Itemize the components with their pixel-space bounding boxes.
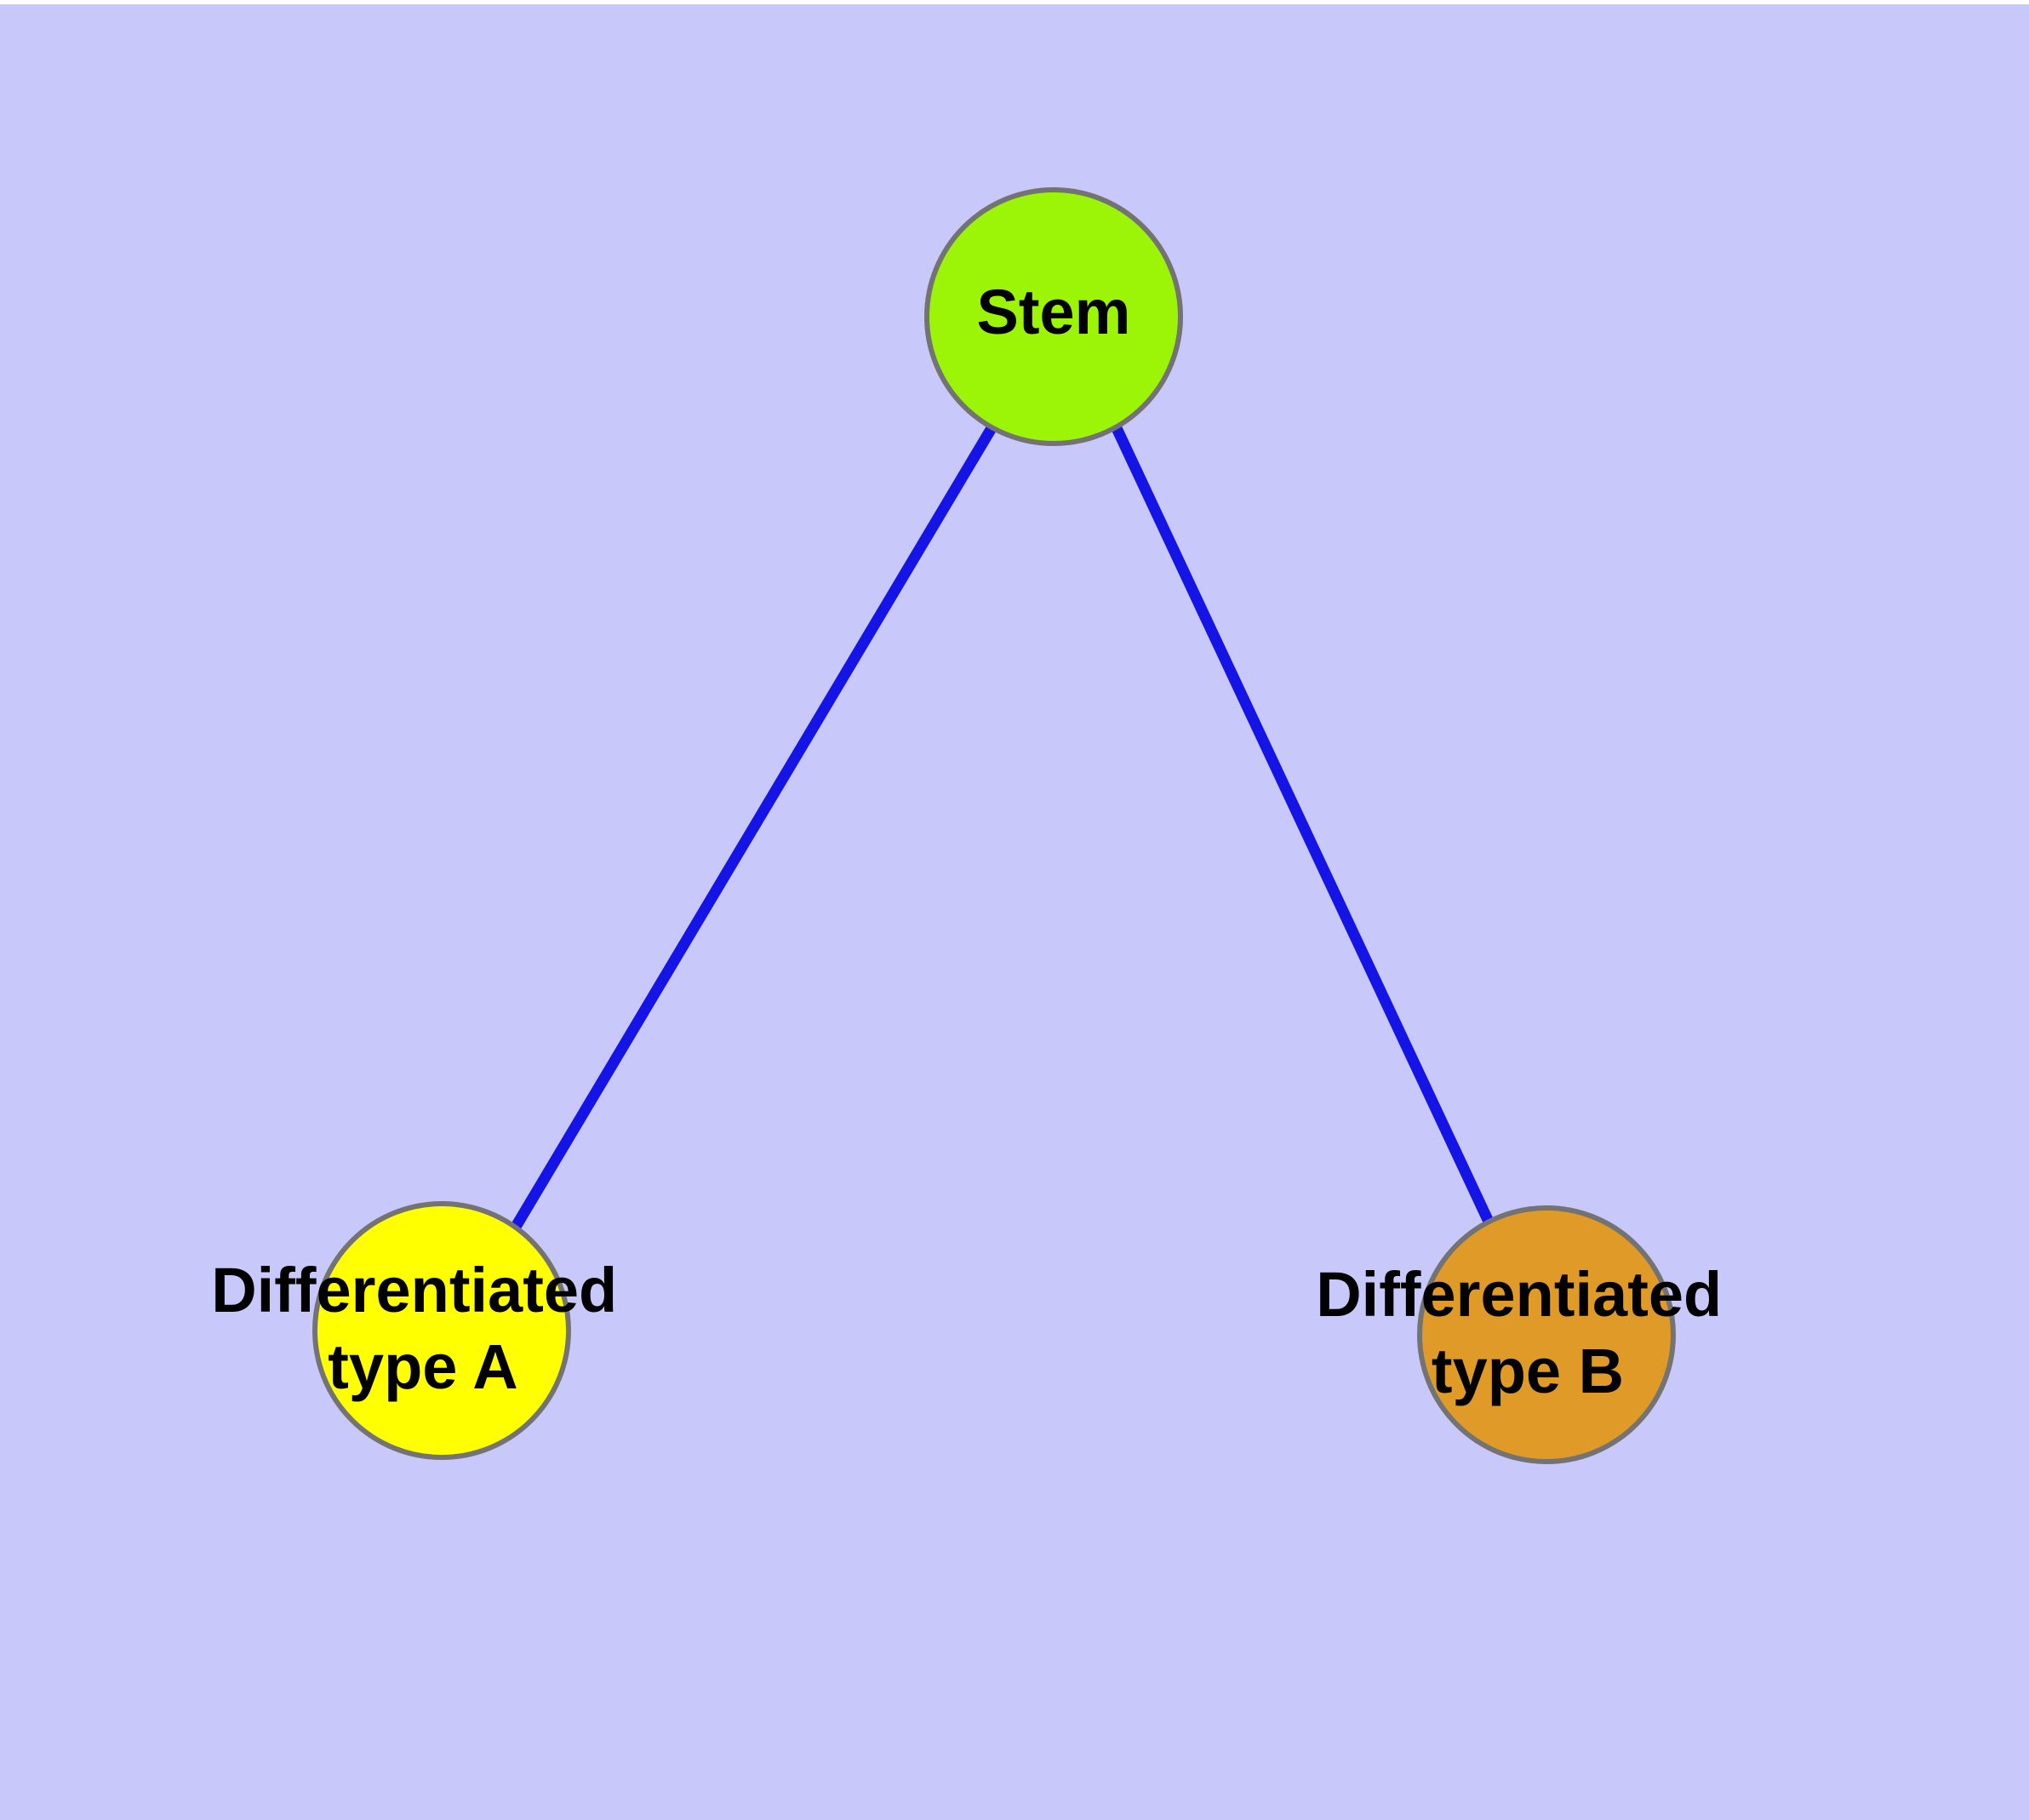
node-diff-b-label-line-1: Differentiated — [1316, 1259, 1722, 1330]
node-diff-b-circle[interactable] — [1417, 1205, 1676, 1464]
node-diff-b[interactable] — [1417, 1205, 1676, 1464]
node-diff-a-label-line-2: type A — [328, 1331, 517, 1402]
edge-stem-diff-a[interactable] — [511, 425, 997, 1230]
label-layer: Stem Differentiated type A Differentiate… — [211, 277, 1740, 1406]
top-margin-strip — [0, 0, 2029, 4]
node-diff-a-label: Differentiated type A — [211, 1255, 635, 1402]
node-diff-b-label-line-2: type B — [1432, 1336, 1624, 1406]
node-diff-a[interactable] — [312, 1201, 571, 1460]
node-stem-label: Stem — [977, 277, 1131, 347]
node-stem[interactable] — [924, 187, 1183, 446]
node-stem-label-line-1: Stem — [977, 277, 1131, 347]
node-stem-circle[interactable] — [924, 187, 1183, 446]
node-diff-a-circle[interactable] — [312, 1201, 571, 1460]
node-diff-a-label-line-1: Differentiated — [211, 1255, 617, 1325]
edge-stem-diff-b[interactable] — [1112, 426, 1495, 1226]
edge-layer — [511, 425, 1495, 1230]
node-layer — [312, 187, 1676, 1464]
node-diff-b-label: Differentiated type B — [1316, 1259, 1740, 1406]
